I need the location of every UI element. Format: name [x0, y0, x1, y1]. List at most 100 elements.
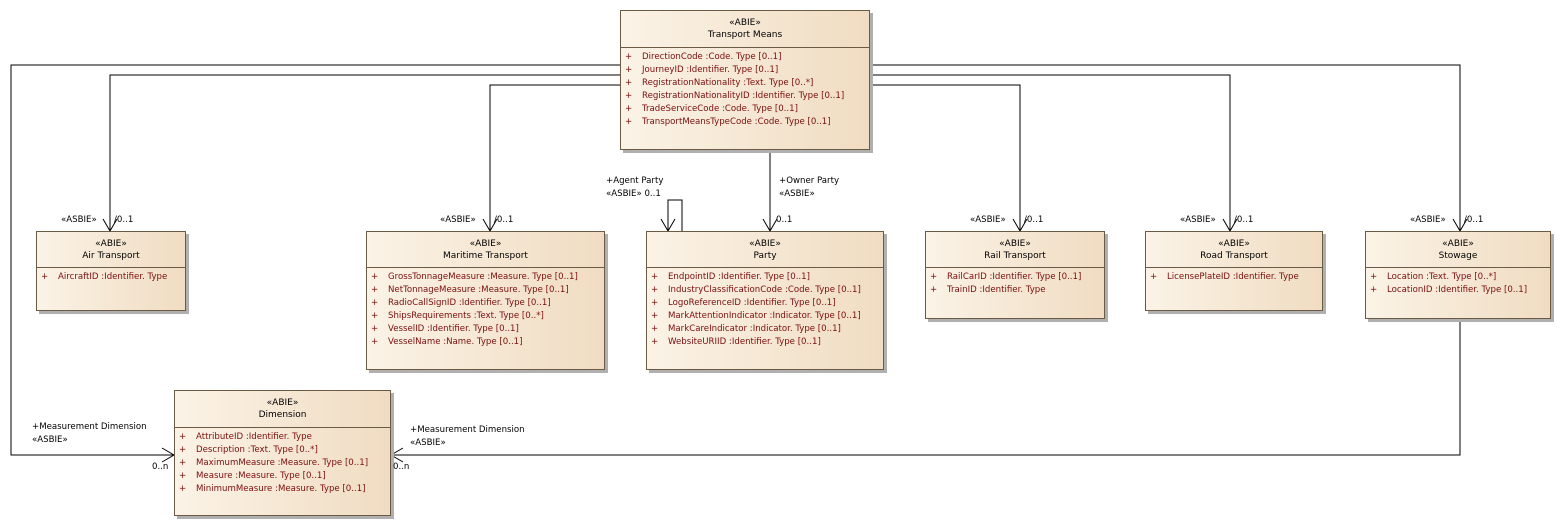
measurement-dimension-stereotype-right: «ASBIE»	[410, 438, 446, 448]
asbie-label-road: «ASBIE»	[1180, 215, 1216, 225]
attribute-list: +Location :Text. Type [0..*] +LocationID…	[1366, 268, 1550, 297]
multiplicity-stowage: /0..1	[1464, 215, 1484, 225]
attribute-list: +EndpointID :Identifier. Type [0..1] +In…	[647, 268, 883, 349]
class-rail-transport[interactable]: «ABIE» Rail Transport +RailCarID :Identi…	[925, 231, 1105, 319]
attribute: +MinimumMeasure :Measure. Type [0..1]	[179, 484, 366, 494]
asbie-label-air: «ASBIE»	[61, 215, 97, 225]
class-header: «ABIE» Rail Transport	[926, 232, 1104, 268]
attribute: +TradeServiceCode :Code. Type [0..1]	[625, 104, 798, 114]
attribute: +EndpointID :Identifier. Type [0..1]	[651, 272, 810, 282]
attribute-list: +RailCarID :Identifier. Type [0..1] +Tra…	[926, 268, 1104, 297]
attribute: +LocationID :Identifier. Type [0..1]	[1370, 285, 1528, 295]
multiplicity-dimension-right: 0..n	[393, 462, 410, 472]
link-stowage	[870, 64, 1461, 231]
attribute-list: +AircraftID :Identifier. Type	[37, 268, 185, 284]
stereotype: «ABIE»	[95, 239, 127, 249]
attribute: +RadioCallSignID :Identifier. Type [0..1…	[371, 298, 551, 308]
stereotype: «ABIE»	[729, 18, 761, 28]
stereotype: «ABIE»	[469, 239, 502, 249]
attribute: +DirectionCode :Code. Type [0..1]	[625, 52, 782, 62]
asbie-label-rail: «ASBIE»	[970, 215, 1006, 225]
stereotype: «ABIE»	[749, 239, 781, 249]
link-road-transport	[870, 74, 1231, 231]
attribute: +Measure :Measure. Type [0..1]	[179, 471, 326, 481]
stereotype: «ABIE»	[1442, 239, 1474, 249]
attribute: +MarkCareIndicator :Indicator. Type [0..…	[651, 324, 841, 334]
attribute: +VesselName :Name. Type [0..1]	[371, 337, 523, 347]
attribute: +RegistrationNationalityID :Identifier. …	[625, 91, 845, 101]
class-dimension[interactable]: «ABIE» Dimension +AttributeID :Identifie…	[174, 390, 391, 516]
owner-party-stereotype: «ASBIE»	[779, 189, 815, 199]
attribute: +Description :Text. Type [0..*]	[179, 445, 318, 455]
attribute: +WebsiteURIID :Identifier. Type [0..1]	[651, 337, 821, 347]
class-name: Rail Transport	[984, 251, 1046, 261]
link-maritime-transport	[489, 84, 620, 231]
class-air-transport[interactable]: «ABIE» Air Transport +AircraftID :Identi…	[36, 231, 186, 311]
attribute: +Location :Text. Type [0..*]	[1370, 272, 1497, 282]
class-name: Stowage	[1438, 251, 1478, 261]
multiplicity-dimension-left: 0..n	[152, 462, 169, 472]
attribute: +TransportMeansTypeCode :Code. Type [0..…	[625, 117, 831, 127]
class-maritime-transport[interactable]: «ABIE» Maritime Transport +GrossTonnageM…	[366, 231, 605, 370]
attribute: +MaximumMeasure :Measure. Type [0..1]	[179, 458, 369, 468]
class-header: «ABIE» Air Transport	[37, 232, 185, 268]
class-name: Party	[753, 251, 777, 261]
class-header: «ABIE» Transport Means	[621, 11, 869, 48]
multiplicity-rail: /0..1	[1024, 215, 1044, 225]
multiplicity-owner-party: 0..1	[776, 215, 793, 225]
attribute: +MarkAttentionIndicator :Indicator. Type…	[651, 311, 861, 321]
measurement-dimension-role-left: +Measurement Dimension	[32, 422, 147, 432]
class-header: «ABIE» Party	[647, 232, 883, 268]
stereotype: «ABIE»	[1218, 239, 1250, 249]
attribute: +GrossTonnageMeasure :Measure. Type [0..…	[371, 272, 578, 282]
attribute: +AttributeID :Identifier. Type	[179, 432, 312, 442]
arrowhead-dimension-right	[390, 447, 404, 463]
attribute: +VesselID :Identifier. Type [0..1]	[371, 324, 519, 334]
class-stowage[interactable]: «ABIE» Stowage +Location :Text. Type [0.…	[1365, 231, 1551, 319]
multiplicity-maritime: /0..1	[494, 215, 514, 225]
agent-party-role: +Agent Party	[606, 176, 664, 186]
attribute: +TrainID :Identifier. Type	[930, 285, 1046, 295]
class-name: Air Transport	[82, 251, 140, 261]
stereotype: «ABIE»	[266, 398, 299, 408]
owner-party-role: +Owner Party	[779, 176, 840, 186]
class-name: Transport Means	[707, 30, 783, 40]
attribute: +RegistrationNationality :Text. Type [0.…	[625, 78, 814, 88]
class-road-transport[interactable]: «ABIE» Road Transport +LicensePlateID :I…	[1145, 231, 1323, 311]
link-dimension-from-stowage	[391, 318, 1461, 456]
link-agent-party	[667, 199, 683, 231]
attribute-list: +LicensePlateID :Identifier. Type	[1146, 268, 1322, 284]
class-header: «ABIE» Stowage	[1366, 232, 1550, 268]
link-rail-transport	[870, 84, 1021, 231]
attribute: +LicensePlateID :Identifier. Type	[1150, 272, 1299, 282]
class-transport-means[interactable]: «ABIE» Transport Means +DirectionCode :C…	[620, 10, 870, 150]
asbie-label-stowage: «ASBIE»	[1410, 215, 1446, 225]
attribute: +NetTonnageMeasure :Measure. Type [0..1]	[371, 285, 569, 295]
attribute: +JourneyID :Identifier. Type [0..1]	[625, 65, 779, 75]
link-dimension-from-transport-means	[10, 64, 620, 456]
class-name: Road Transport	[1200, 251, 1268, 261]
attribute-list: +DirectionCode :Code. Type [0..1] +Journ…	[621, 48, 869, 129]
stereotype: «ABIE»	[999, 239, 1031, 249]
measurement-dimension-stereotype-left: «ASBIE»	[32, 435, 68, 445]
attribute: +ShipsRequirements :Text. Type [0..*]	[371, 311, 544, 321]
attribute: +AircraftID :Identifier. Type	[41, 272, 168, 282]
multiplicity-road: /0..1	[1234, 215, 1254, 225]
link-air-transport	[109, 74, 620, 231]
agent-party-stereotype: «ASBIE» 0..1	[606, 189, 661, 199]
attribute: +LogoReferenceID :Identifier. Type [0..1…	[651, 298, 836, 308]
class-name: Maritime Transport	[443, 251, 528, 261]
class-name: Dimension	[258, 410, 307, 420]
class-header: «ABIE» Road Transport	[1146, 232, 1322, 268]
attribute: +IndustryClassificationCode :Code. Type …	[651, 285, 861, 295]
attribute-list: +GrossTonnageMeasure :Measure. Type [0..…	[367, 268, 604, 349]
attribute: +RailCarID :Identifier. Type [0..1]	[930, 272, 1082, 282]
class-header: «ABIE» Dimension	[175, 391, 390, 428]
multiplicity-air: /0..1	[114, 215, 134, 225]
class-header: «ABIE» Maritime Transport	[367, 232, 604, 268]
class-party[interactable]: «ABIE» Party +EndpointID :Identifier. Ty…	[646, 231, 884, 370]
asbie-label-maritime: «ASBIE»	[440, 215, 476, 225]
measurement-dimension-role-right: +Measurement Dimension	[410, 425, 525, 435]
